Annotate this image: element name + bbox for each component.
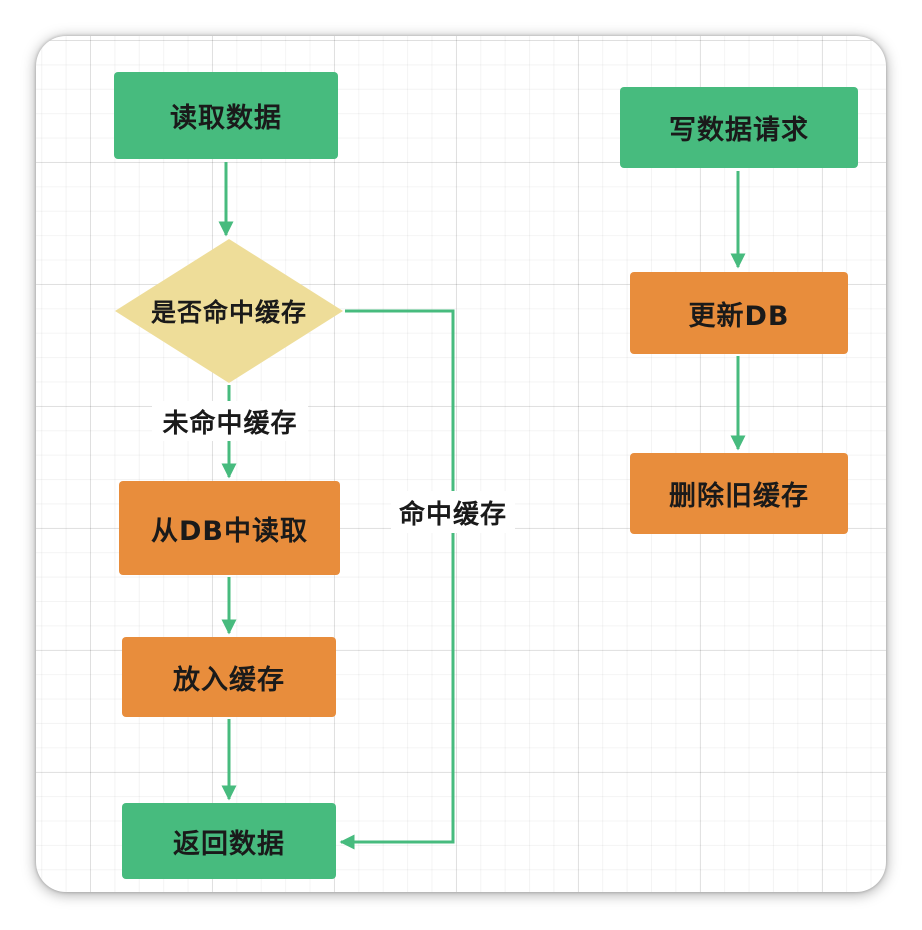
node-write-start: 写数据请求 [620, 87, 858, 168]
label-cache-hit: 命中缓存 [391, 491, 515, 533]
node-read-db: 从DB中读取 [119, 481, 340, 575]
node-update-db: 更新DB [630, 272, 848, 354]
node-delete-cache: 删除旧缓存 [630, 453, 848, 534]
node-read-start: 读取数据 [114, 72, 338, 159]
decision-label: 是否命中缓存 [150, 298, 307, 327]
decision-diamond [115, 239, 343, 383]
edge-hit-to-return [339, 309, 455, 850]
node-put-cache: 放入缓存 [122, 637, 336, 717]
label-cache-miss: 未命中缓存 [152, 401, 308, 441]
node-return-data: 返回数据 [122, 803, 336, 879]
